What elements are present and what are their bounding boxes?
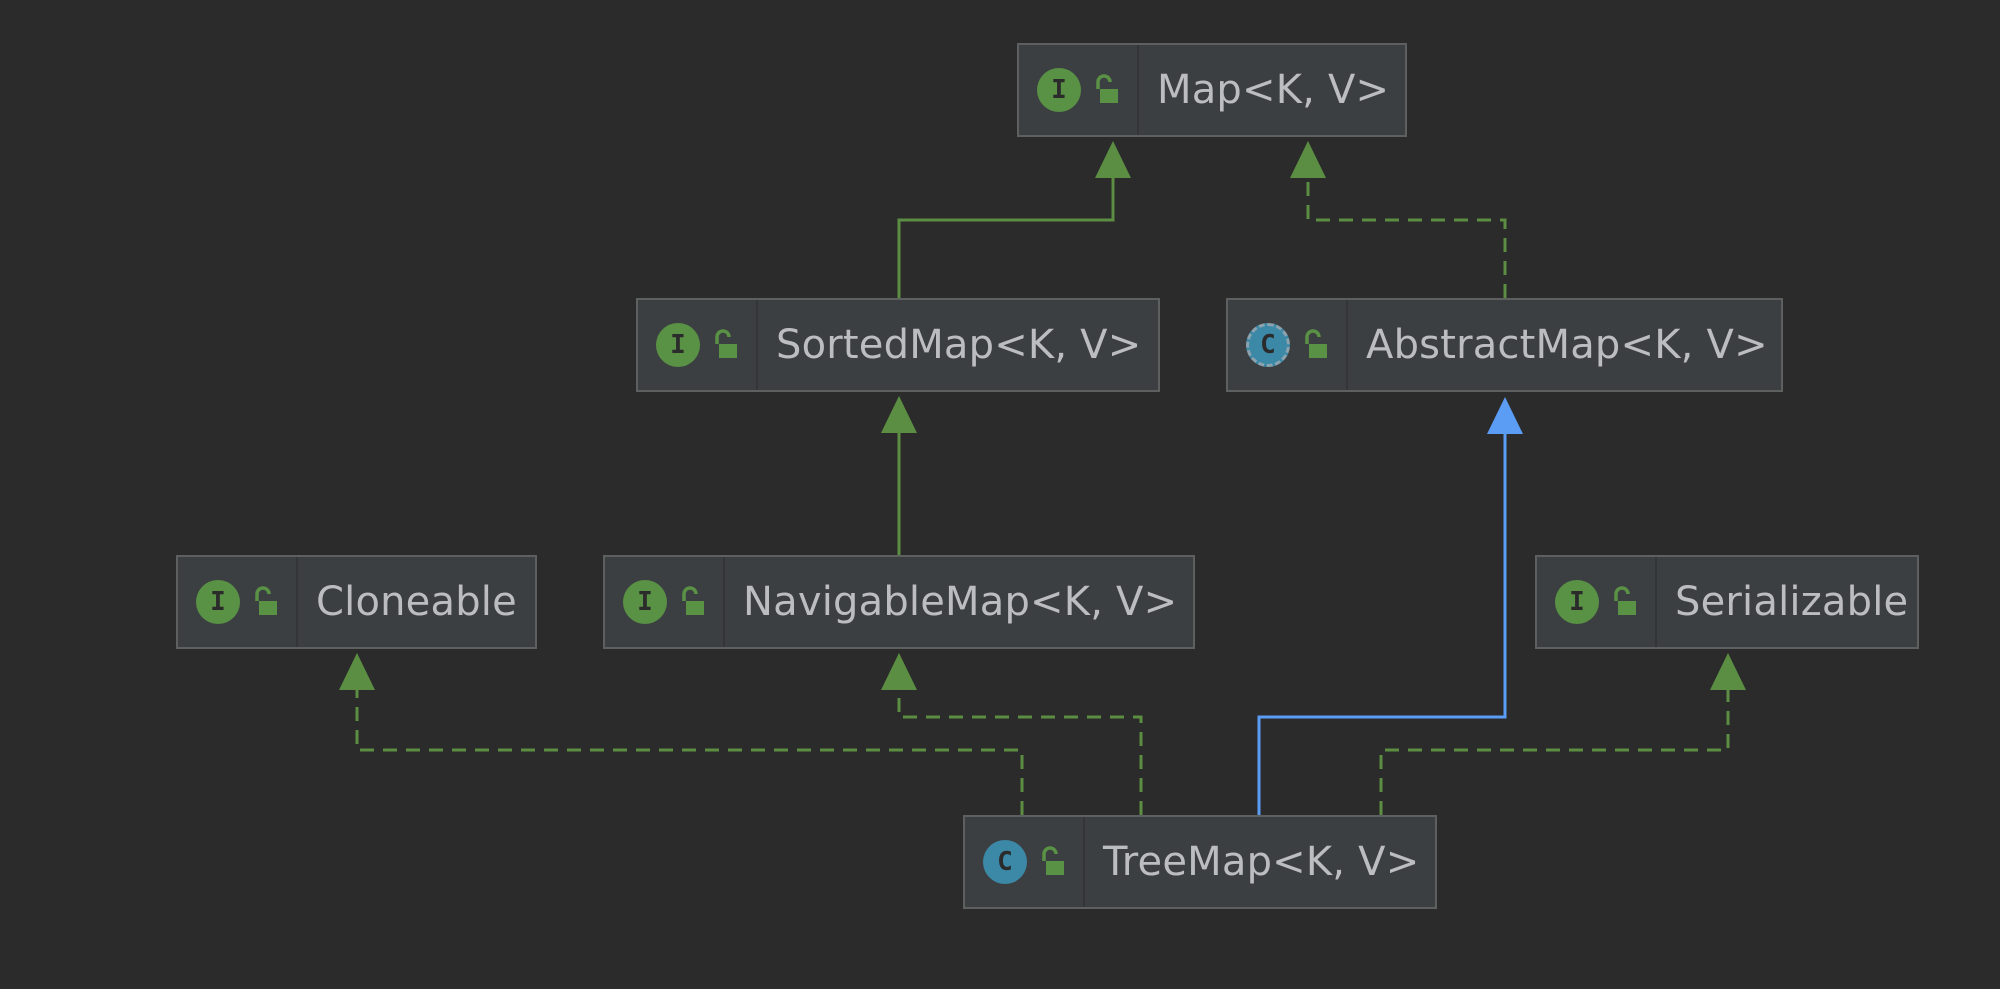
arrowhead-map-right — [1290, 141, 1326, 178]
node-label: AbstractMap<K, V> — [1366, 322, 1768, 368]
arrowhead-sortedmap — [881, 396, 917, 433]
node-label: NavigableMap<K, V> — [743, 579, 1178, 625]
node-navigablemap[interactable]: I NavigableMap<K, V> — [603, 555, 1195, 649]
unlocked-padlock-icon — [682, 586, 704, 615]
abstract-class-icon: C — [1246, 323, 1290, 367]
node-treemap[interactable]: C TreeMap<K, V> — [963, 815, 1437, 909]
interface-icon: I — [1037, 68, 1081, 112]
node-icons: C — [1228, 300, 1348, 390]
interface-icon: I — [623, 580, 667, 624]
node-icons: I — [178, 557, 298, 647]
edge-abstractmap-map — [1306, 175, 1507, 298]
node-sortedmap[interactable]: I SortedMap<K, V> — [636, 298, 1160, 392]
edge-treemap-abstractmap — [1257, 432, 1507, 815]
arrowhead-cloneable — [339, 653, 375, 690]
node-serializable[interactable]: I Serializable — [1535, 555, 1919, 649]
unlocked-padlock-icon — [715, 329, 737, 358]
interface-icon: I — [1555, 580, 1599, 624]
node-icons: I — [1019, 45, 1139, 135]
edge-sortedmap-map — [897, 175, 1115, 298]
node-icons: I — [1537, 557, 1657, 647]
node-label: Serializable — [1675, 579, 1909, 625]
node-icons: I — [605, 557, 725, 647]
edge-treemap-navigablemap — [897, 688, 1143, 815]
unlocked-padlock-icon — [1305, 329, 1327, 358]
interface-icon: I — [196, 580, 240, 624]
unlocked-padlock-icon — [1042, 846, 1064, 875]
edge-treemap-cloneable — [355, 688, 1024, 815]
class-icon: C — [983, 840, 1027, 884]
arrowhead-map-left — [1095, 141, 1131, 178]
node-icons: I — [638, 300, 758, 390]
arrowhead-serializable — [1710, 653, 1746, 690]
arrowhead-abstractmap — [1487, 397, 1523, 434]
unlocked-padlock-icon — [1096, 74, 1118, 103]
node-cloneable[interactable]: I Cloneable — [176, 555, 537, 649]
arrowhead-navigablemap — [881, 653, 917, 690]
node-abstractmap[interactable]: C AbstractMap<K, V> — [1226, 298, 1783, 392]
node-icons: C — [965, 817, 1085, 907]
node-label: Cloneable — [316, 579, 517, 625]
node-label: SortedMap<K, V> — [776, 322, 1142, 368]
unlocked-padlock-icon — [1614, 586, 1636, 615]
unlocked-padlock-icon — [255, 586, 277, 615]
interface-icon: I — [656, 323, 700, 367]
node-map[interactable]: I Map<K, V> — [1017, 43, 1407, 137]
edge-treemap-serializable — [1379, 688, 1730, 815]
node-label: TreeMap<K, V> — [1103, 839, 1420, 885]
node-label: Map<K, V> — [1157, 67, 1390, 113]
